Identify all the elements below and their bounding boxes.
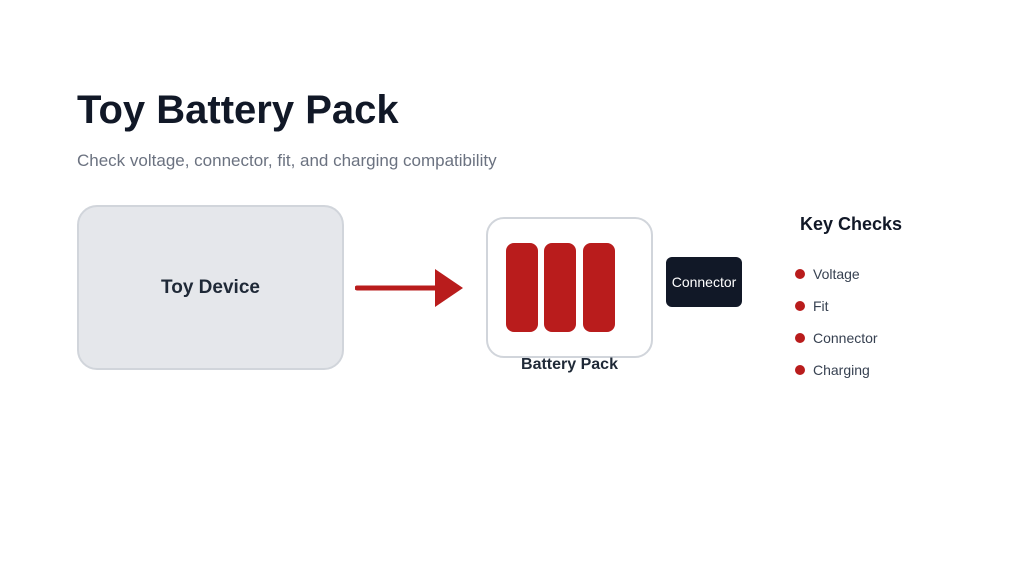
battery-cell xyxy=(583,243,615,332)
battery-cell xyxy=(506,243,538,332)
check-item-label: Connector xyxy=(813,330,878,346)
list-item: Voltage xyxy=(795,258,878,290)
toy-device-box: Toy Device xyxy=(77,205,344,370)
list-item: Fit xyxy=(795,290,878,322)
bullet-dot-icon xyxy=(795,333,805,343)
list-item: Connector xyxy=(795,322,878,354)
bullet-dot-icon xyxy=(795,365,805,375)
bullet-dot-icon xyxy=(795,301,805,311)
page-subtitle: Check voltage, connector, fit, and charg… xyxy=(77,151,497,170)
check-item-label: Fit xyxy=(813,298,829,314)
check-item-label: Charging xyxy=(813,362,870,378)
connector-label: Connector xyxy=(671,274,737,290)
check-item-label: Voltage xyxy=(813,266,860,282)
battery-pack-label: Battery Pack xyxy=(521,356,618,373)
arrow-right-icon xyxy=(355,269,463,307)
list-item: Charging xyxy=(795,354,878,386)
key-checks-list: Voltage Fit Connector Charging xyxy=(795,258,878,386)
key-checks-title: Key Checks xyxy=(800,214,903,234)
battery-pack-box xyxy=(486,217,653,358)
connector-block: Connector xyxy=(666,257,742,307)
bullet-dot-icon xyxy=(795,269,805,279)
arrow-head xyxy=(435,269,463,307)
battery-cell xyxy=(544,243,576,332)
page-title: Toy Battery Pack xyxy=(77,88,399,132)
toy-device-label: Toy Device xyxy=(161,276,260,298)
